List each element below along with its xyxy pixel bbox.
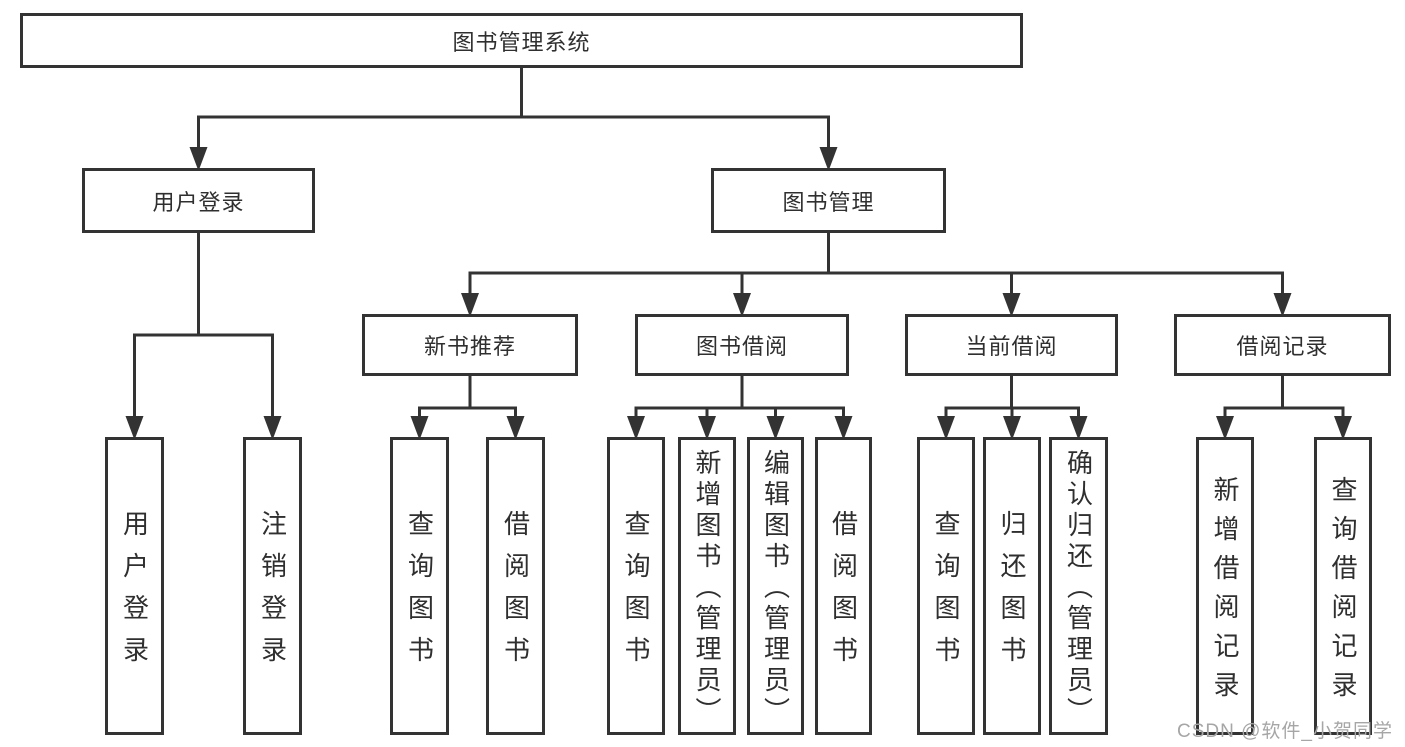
node-label-new-book-rec: 新书推荐 bbox=[423, 334, 516, 359]
node-rec-borrow: 借阅图书 bbox=[486, 437, 545, 735]
node-label-bb-add: 新增图书（管理员） bbox=[692, 449, 722, 728]
node-bb-query: 查询图书 bbox=[607, 437, 665, 735]
node-cb-return: 归还图书 bbox=[983, 437, 1041, 735]
node-bb-edit: 编辑图书（管理员） bbox=[747, 437, 804, 735]
node-label-login: 用户登录 bbox=[119, 510, 150, 678]
node-borrow-records: 借阅记录 bbox=[1174, 314, 1391, 376]
node-label-logout: 注销登录 bbox=[257, 510, 288, 678]
node-label-cb-confirm: 确认归还（管理员） bbox=[1063, 449, 1094, 728]
node-label-bb-edit: 编辑图书（管理员） bbox=[760, 449, 791, 728]
node-label-bb-query: 查询图书 bbox=[621, 510, 651, 678]
node-current-borrow: 当前借阅 bbox=[905, 314, 1118, 376]
node-label-cb-query: 查询图书 bbox=[931, 510, 961, 678]
node-book-mgmt: 图书管理 bbox=[711, 168, 946, 233]
node-label-book-borrow: 图书借阅 bbox=[695, 334, 788, 359]
node-logout: 注销登录 bbox=[243, 437, 302, 735]
node-br-query: 查询借阅记录 bbox=[1314, 437, 1372, 735]
csdn-watermark: CSDN @软件_小贺同学 bbox=[1177, 721, 1393, 742]
node-label-current-borrow: 当前借阅 bbox=[965, 334, 1058, 359]
node-bb-borrow: 借阅图书 bbox=[815, 437, 872, 735]
node-label-borrow-records: 借阅记录 bbox=[1236, 334, 1329, 359]
node-label-br-query: 查询借阅记录 bbox=[1328, 475, 1358, 710]
node-label-root: 图书管理系统 bbox=[452, 29, 591, 55]
node-label-cb-return: 归还图书 bbox=[997, 510, 1027, 678]
node-user-login: 用户登录 bbox=[82, 168, 315, 233]
node-label-book-mgmt: 图书管理 bbox=[782, 189, 875, 215]
node-login: 用户登录 bbox=[105, 437, 164, 735]
node-cb-query: 查询图书 bbox=[917, 437, 975, 735]
node-label-br-add: 新增借阅记录 bbox=[1210, 475, 1240, 710]
node-root: 图书管理系统 bbox=[20, 13, 1023, 68]
node-bb-add: 新增图书（管理员） bbox=[678, 437, 736, 735]
node-book-borrow: 图书借阅 bbox=[635, 314, 849, 376]
node-label-user-login: 用户登录 bbox=[152, 189, 245, 215]
node-new-book-rec: 新书推荐 bbox=[362, 314, 578, 376]
node-cb-confirm: 确认归还（管理员） bbox=[1049, 437, 1108, 735]
node-rec-query: 查询图书 bbox=[390, 437, 449, 735]
node-label-rec-borrow: 借阅图书 bbox=[500, 510, 531, 678]
node-label-bb-borrow: 借阅图书 bbox=[828, 510, 859, 678]
node-label-rec-query: 查询图书 bbox=[404, 510, 435, 678]
node-br-add: 新增借阅记录 bbox=[1196, 437, 1254, 735]
